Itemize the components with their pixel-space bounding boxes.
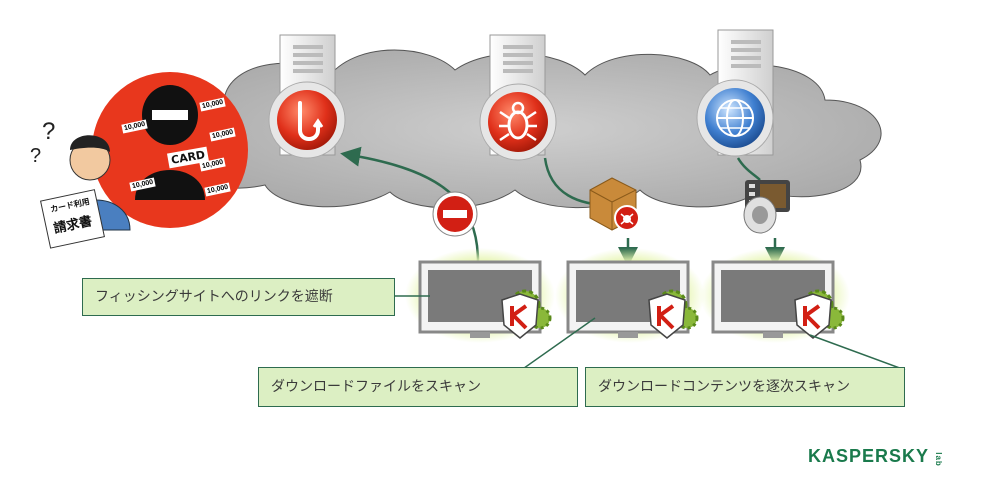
kaspersky-shield-icon — [648, 289, 699, 339]
phishing-block-callout: フィッシングサイトへのリンクを遮断 — [82, 278, 395, 316]
block-icon — [432, 191, 478, 237]
callout-text: ダウンロードファイルをスキャン — [271, 378, 481, 395]
content-scan-callout: ダウンロードコンテンツを逐次スキャン — [585, 367, 905, 407]
question-mark: ? — [42, 118, 56, 145]
kaspersky-shield-icon — [794, 289, 845, 339]
question-mark: ? — [30, 145, 42, 167]
download-scan-callout: ダウンロードファイルをスキャン — [258, 367, 578, 407]
media-content-icon — [743, 180, 790, 234]
logo-suffix: lab — [933, 452, 943, 467]
bug-icon — [488, 92, 548, 152]
infected-package-icon — [589, 177, 640, 231]
phishing-server — [268, 34, 346, 159]
web-server — [696, 29, 774, 157]
callout-pointer — [809, 334, 906, 371]
callout-text: フィッシングサイトへのリンクを遮断 — [95, 288, 333, 305]
logo-text: KASPERSKY — [808, 446, 930, 466]
fishhook-icon — [277, 90, 337, 150]
blocked-link-arrow — [340, 146, 480, 263]
malware-server — [479, 34, 557, 161]
callout-text: ダウンロードコンテンツを逐次スキャン — [598, 378, 850, 395]
kaspersky-shield-icon — [501, 289, 552, 339]
